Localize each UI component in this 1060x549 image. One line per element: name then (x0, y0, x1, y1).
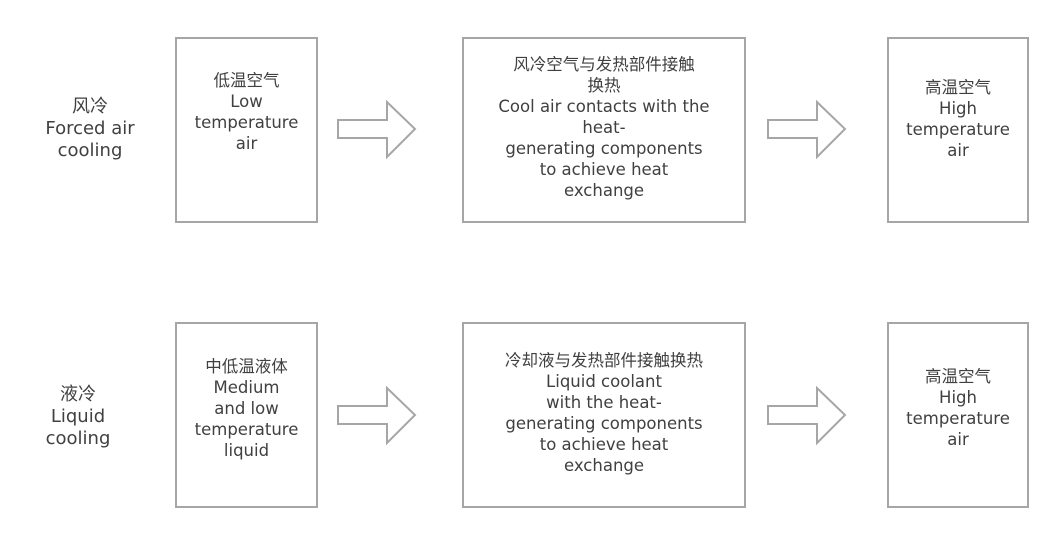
step-en-line: to achieve heat (539, 159, 669, 179)
step-zh: 高温空气 (925, 78, 991, 97)
step-en-line: air (235, 134, 258, 153)
step-en-line: generating components (505, 138, 703, 158)
row-label-zh: 风冷 (72, 96, 108, 117)
step-zh: 冷却液与发热部件接触换热 (505, 351, 703, 370)
right-arrow-icon (765, 100, 849, 160)
row-label-zh: 液冷 (60, 384, 96, 405)
right-arrow-icon (335, 386, 419, 446)
step-en-line: Cool air contacts with the (498, 96, 710, 116)
step-box-liquid-heat-exchange: 冷却液与发热部件接触换热 Liquid coolant with the hea… (462, 322, 746, 508)
step-box-medium-low-temperature-liquid: 中低温液体 Medium and low temperature liquid (175, 322, 318, 508)
row-label-en-line: Liquid (50, 406, 106, 427)
step-en-line: temperature (194, 113, 299, 132)
step-box-low-temperature-air: 低温空气 Low temperature air (175, 37, 318, 223)
step-zh: 中低温液体 (205, 356, 288, 376)
step-box-high-temperature-air: 高温空气 High temperature air (887, 322, 1029, 508)
step-en-line: air (947, 430, 969, 449)
step-en-line: exchange (563, 456, 645, 475)
step-en-line: with the heat- (546, 393, 662, 412)
row-label-liquid-cooling: 液冷 Liquid cooling (8, 384, 148, 450)
right-arrow-icon (335, 100, 419, 160)
step-box-air-heat-exchange: 风冷空气与发热部件接触 换热 Cool air contacts with th… (462, 37, 746, 223)
step-zh: 换热 (587, 75, 621, 95)
step-zh: 风冷空气与发热部件接触 (513, 54, 695, 74)
step-en-line: High (939, 99, 977, 118)
step-box-high-temperature-air: 高温空气 High temperature air (887, 37, 1029, 223)
step-zh: 低温空气 (213, 71, 280, 90)
step-en-line: to achieve heat (539, 435, 669, 454)
step-en-line: exchange (563, 180, 645, 200)
step-en-line: heat- (582, 117, 626, 137)
step-en-line: Medium (213, 377, 280, 397)
row-label-en-line: cooling (57, 140, 123, 161)
step-en-line: High (939, 388, 977, 407)
right-arrow-icon (765, 386, 849, 446)
row-label-en-line: cooling (45, 428, 111, 449)
step-en-line: air (947, 141, 969, 160)
row-label-en-line: Forced air (45, 118, 135, 139)
step-en-line: Low (230, 92, 263, 111)
row-label-forced-air-cooling: 风冷 Forced air cooling (20, 96, 160, 162)
step-en-line: temperature (906, 120, 1010, 139)
step-en-line: temperature (194, 419, 299, 439)
step-zh: 高温空气 (925, 367, 991, 386)
step-en-line: temperature (906, 409, 1010, 428)
step-en-line: generating components (505, 414, 703, 433)
step-en-line: liquid (223, 440, 270, 460)
step-en-line: Liquid coolant (546, 372, 662, 391)
step-en-line: and low (214, 398, 279, 418)
